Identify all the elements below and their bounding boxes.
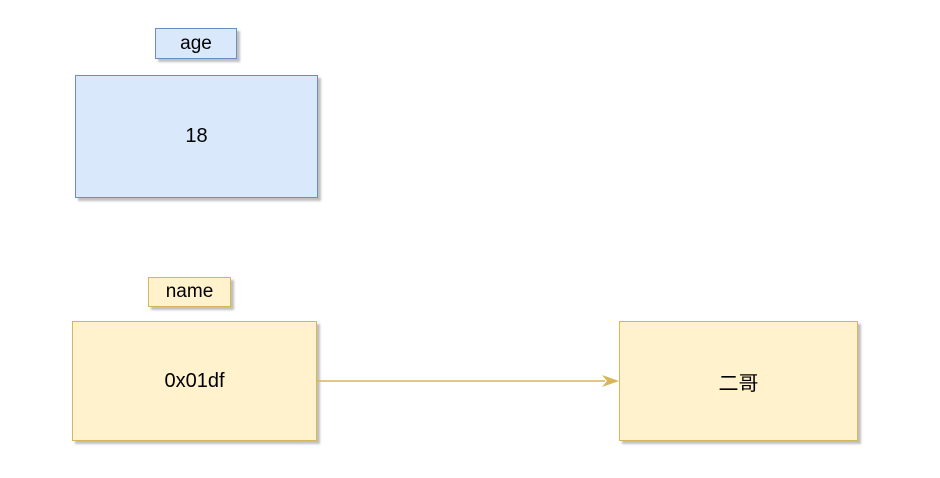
name-variable-label: name [148,277,231,307]
name-target-value-box: 二哥 [619,321,858,441]
name-pointer-text: 0x01df [164,369,225,392]
age-value-text: 18 [185,125,208,147]
name-variable-label-text: name [165,281,214,302]
age-variable-label-text: age [180,32,212,54]
name-pointer-box: 0x01df [72,321,317,441]
age-variable-label: age [155,28,237,59]
name-target-value-text: 二哥 [718,372,759,395]
right-arrow-icon [317,375,619,387]
age-value-box: 18 [75,75,318,198]
